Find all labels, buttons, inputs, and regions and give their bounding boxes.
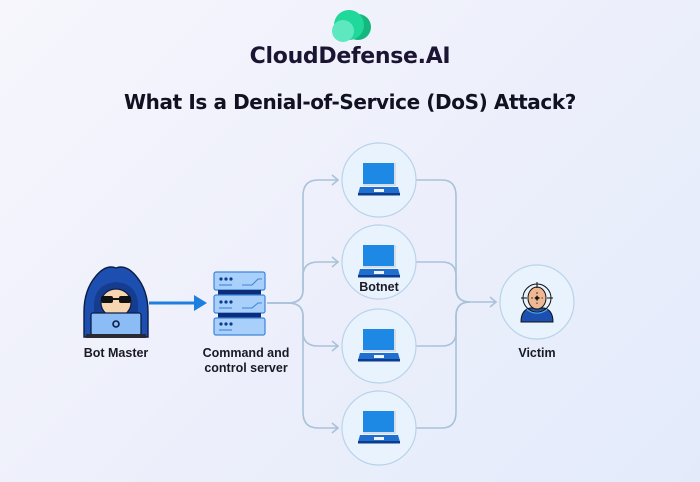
bot-master-label: Bot Master bbox=[83, 346, 149, 360]
hacker-icon bbox=[83, 266, 149, 338]
server-label-line2: control server bbox=[204, 361, 288, 375]
cloud-logo-icon bbox=[332, 10, 371, 42]
victim-label: Victim bbox=[518, 346, 556, 360]
victim-node bbox=[499, 264, 575, 340]
botnet-device-4 bbox=[341, 390, 417, 466]
laptop-icon bbox=[358, 245, 400, 278]
command-arrow bbox=[149, 295, 207, 311]
target-person-icon bbox=[520, 282, 554, 323]
server-label: Command and control server bbox=[186, 346, 306, 376]
fan-out-connectors bbox=[267, 174, 340, 434]
laptop-icon bbox=[358, 411, 400, 444]
laptop-icon bbox=[358, 329, 400, 362]
server-label-line1: Command and bbox=[202, 346, 290, 360]
botnet-device-1 bbox=[341, 142, 417, 218]
page-title: What Is a Denial-of-Service (DoS) Attack… bbox=[124, 90, 576, 114]
botnet-device-2 bbox=[341, 224, 417, 300]
laptop-icon bbox=[358, 163, 400, 196]
botnet-device-3 bbox=[341, 308, 417, 384]
brand-name: CloudDefense.AI bbox=[249, 44, 451, 69]
fan-in-connectors bbox=[416, 179, 498, 429]
botnet-label: Botnet bbox=[359, 280, 399, 294]
server-icon bbox=[213, 271, 266, 336]
